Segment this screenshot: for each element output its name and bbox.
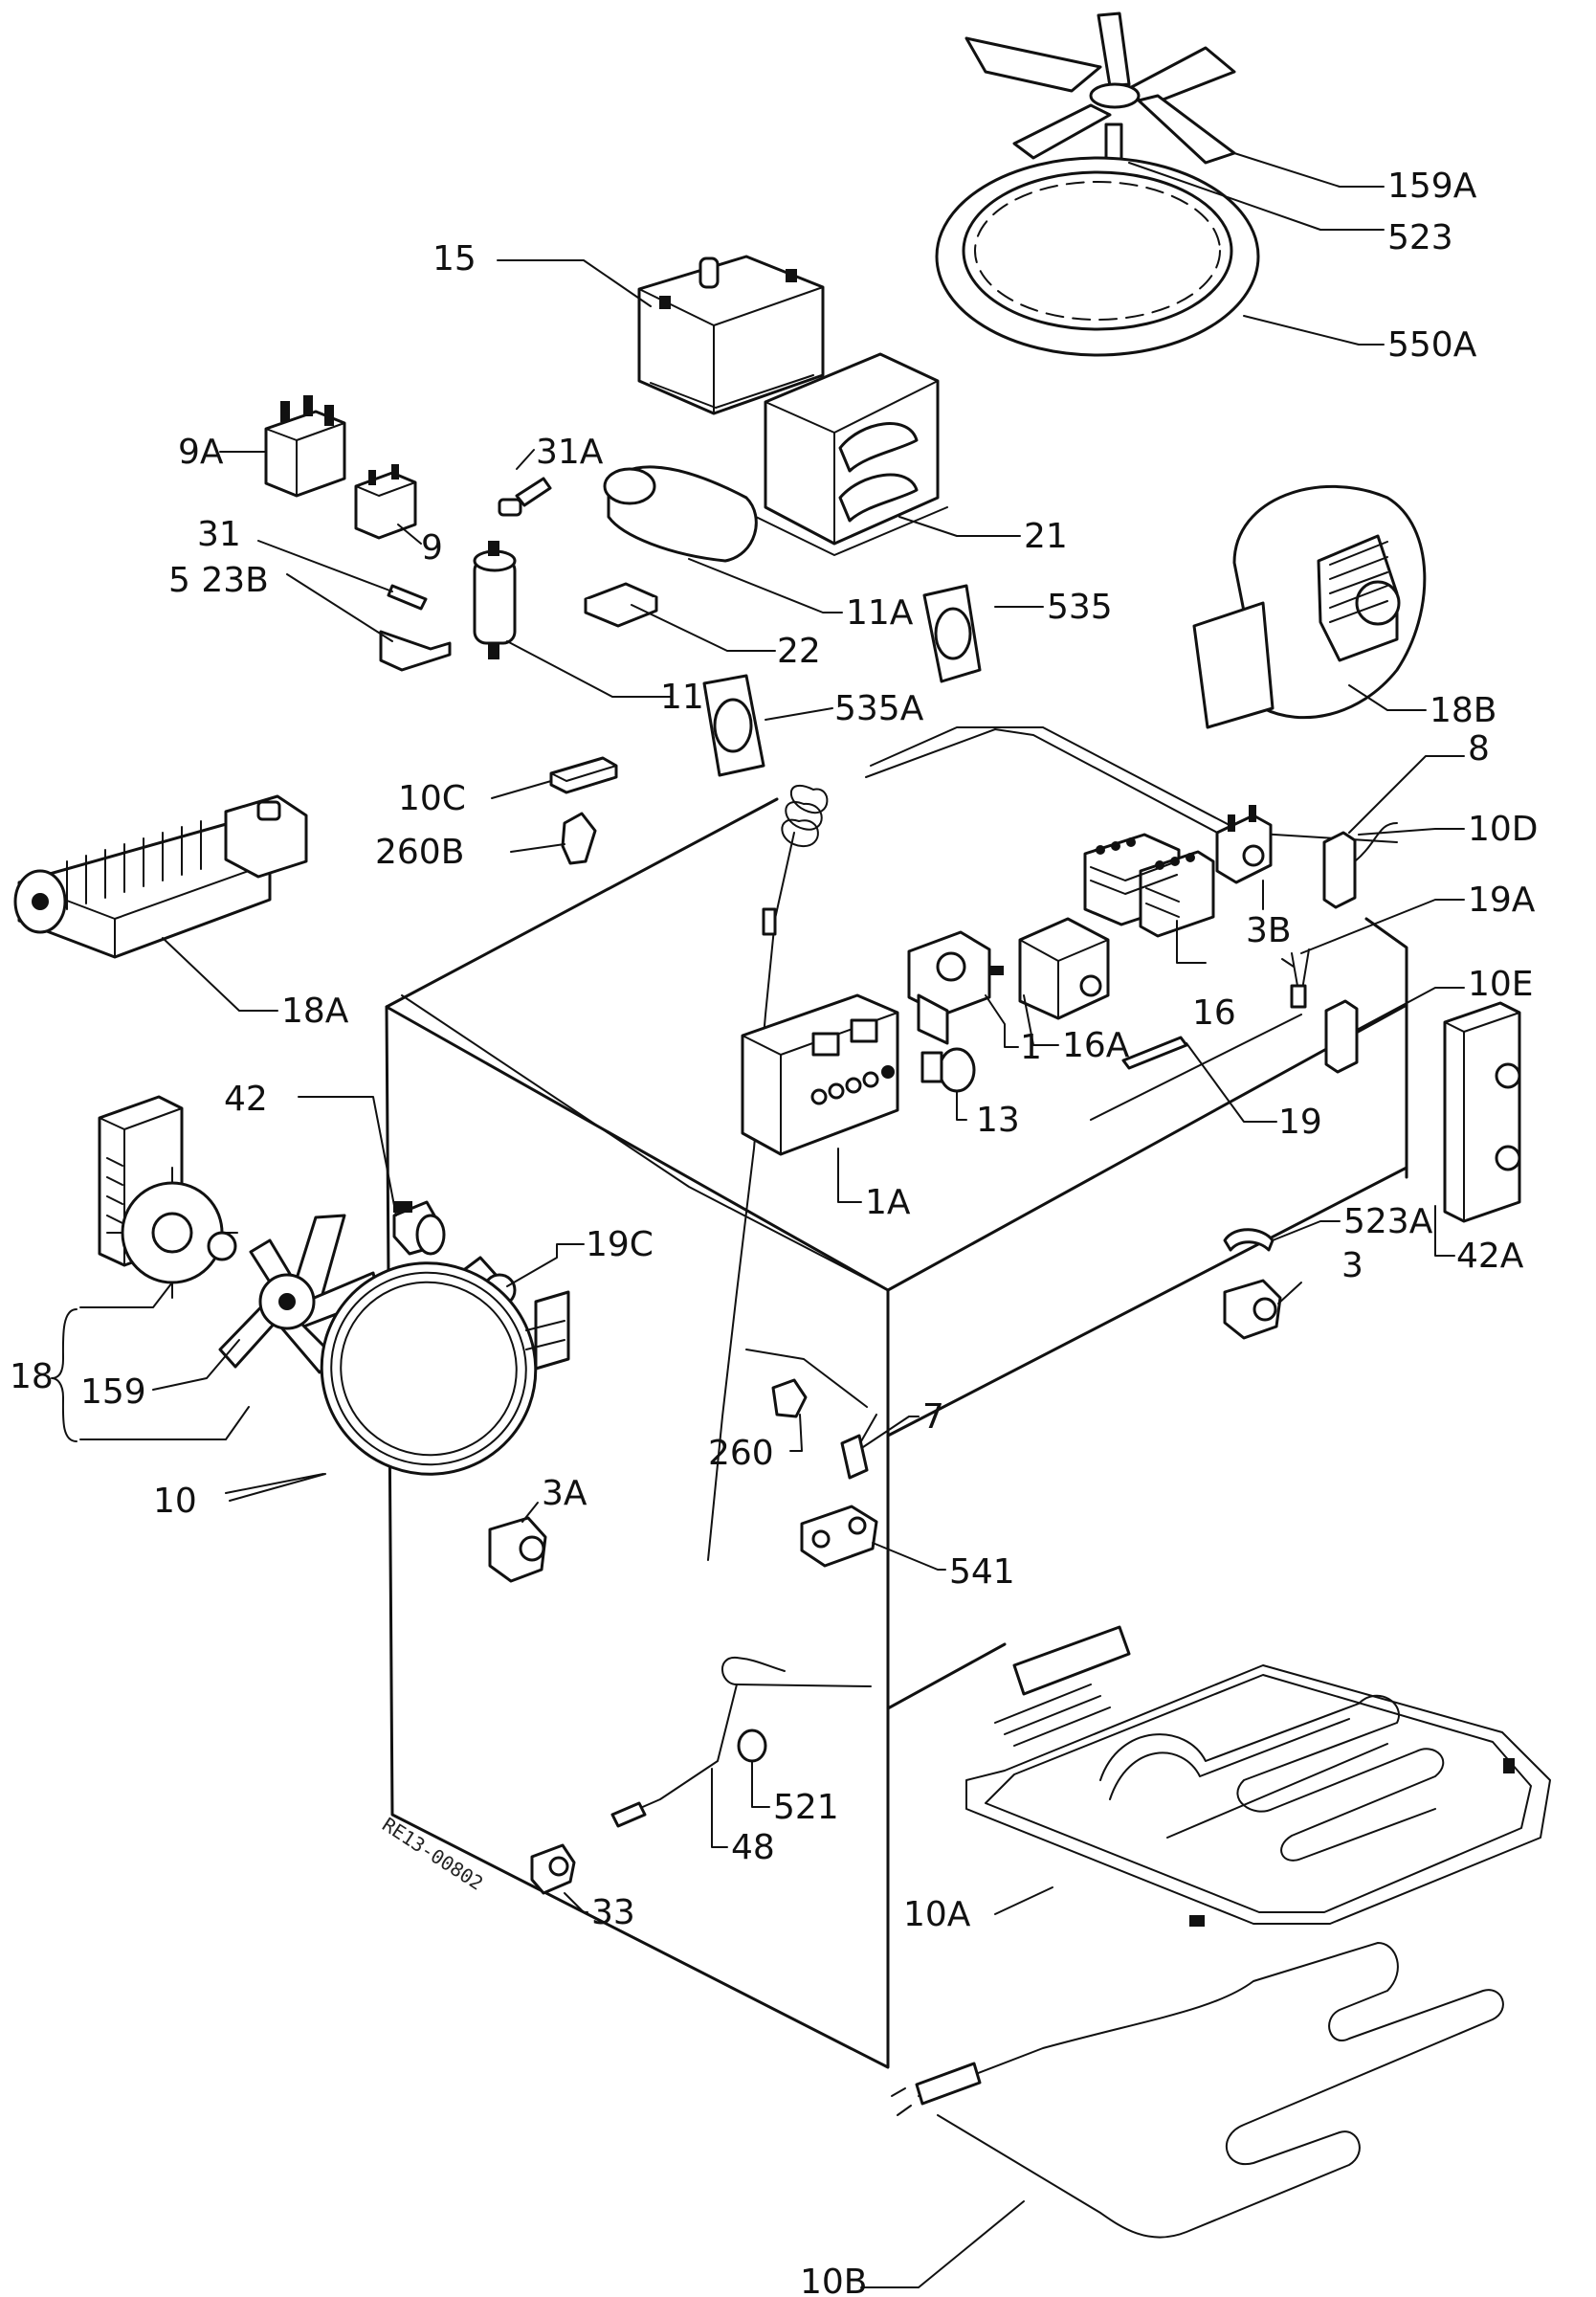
part-10b-lower-element xyxy=(891,1942,1504,2239)
part-31a-screw xyxy=(498,477,552,517)
part-19a-wires xyxy=(1281,948,1310,1009)
label-523a: 523A xyxy=(1343,1202,1433,1241)
label-19a: 19A xyxy=(1468,881,1536,920)
part-3a-thermostat xyxy=(488,1516,547,1583)
label-1a: 1A xyxy=(865,1183,911,1222)
part-13-lamp xyxy=(920,1047,976,1093)
label-159a: 159A xyxy=(1387,167,1477,206)
label-10b: 10B xyxy=(800,2263,868,2297)
label-15: 15 xyxy=(432,239,477,279)
label-22: 22 xyxy=(777,632,821,671)
label-33: 33 xyxy=(591,1893,635,1932)
part-33-thermostat xyxy=(530,1843,576,1895)
label-10e: 10E xyxy=(1468,965,1534,1004)
part-16a-timer xyxy=(1018,917,1110,1020)
part-535a-lamp-cover xyxy=(702,674,765,777)
part-11-capacitor xyxy=(473,541,517,659)
label-535a: 535A xyxy=(834,689,924,728)
part-541-door-switch xyxy=(800,1505,878,1568)
label-18b: 18B xyxy=(1430,691,1497,730)
label-42a: 42A xyxy=(1456,1237,1524,1276)
part-15-magnetron xyxy=(637,255,825,415)
part-21-transformer xyxy=(755,352,948,556)
part-10d-switch xyxy=(1322,822,1398,909)
label-521: 521 xyxy=(773,1788,839,1827)
label-260: 260 xyxy=(708,1434,774,1473)
label-523: 523 xyxy=(1387,218,1453,257)
part-9a-relay xyxy=(264,395,346,498)
label-1: 1 xyxy=(1020,1028,1042,1067)
label-541: 541 xyxy=(949,1552,1015,1592)
brace-18 xyxy=(51,1308,78,1442)
part-1a-electronic-module xyxy=(741,993,899,1156)
label-535: 535 xyxy=(1047,588,1113,627)
label-31: 31 xyxy=(197,515,241,554)
label-10c: 10C xyxy=(398,779,466,818)
label-10a: 10A xyxy=(903,1895,971,1934)
label-48: 48 xyxy=(731,1828,775,1867)
label-260b: 260B xyxy=(375,833,464,872)
label-13: 13 xyxy=(976,1101,1020,1140)
label-18: 18 xyxy=(10,1357,54,1396)
part-48-meat-probe xyxy=(610,1656,872,1828)
part-159-fan-blade xyxy=(207,1214,381,1374)
part-18a-tangential-fan xyxy=(13,794,308,959)
label-159: 159 xyxy=(80,1372,146,1412)
part-159a-fan-blade xyxy=(964,11,1236,165)
part-260b-clip xyxy=(561,812,597,865)
label-16a: 16A xyxy=(1062,1026,1130,1065)
part-10c-connector xyxy=(549,756,618,794)
label-3a: 3A xyxy=(542,1474,587,1513)
label-3: 3 xyxy=(1341,1246,1363,1285)
part-10e-switch xyxy=(1324,999,1359,1074)
part-535-lamp-cover xyxy=(922,584,982,683)
label-8: 8 xyxy=(1468,729,1490,769)
label-16: 16 xyxy=(1192,993,1236,1033)
part-22-bracket xyxy=(584,582,658,628)
part-labels: 159A 523 550A 15 9A 31A 9 31 5 23B 21 11… xyxy=(10,167,1539,2297)
part-18-fan-motor xyxy=(98,1095,238,1299)
label-9a: 9A xyxy=(178,433,224,472)
part-1-thermostat xyxy=(907,930,1004,1045)
part-10a-grill-element xyxy=(965,1625,1551,1927)
label-11a: 11A xyxy=(846,593,914,633)
part-260-clip xyxy=(745,1349,868,1418)
part-523b-fuse-holder xyxy=(379,630,452,672)
label-3b: 3B xyxy=(1246,911,1292,950)
part-19-connector xyxy=(1121,1036,1188,1070)
label-9: 9 xyxy=(421,528,443,568)
label-523b: 5 23B xyxy=(168,561,269,600)
label-42: 42 xyxy=(224,1080,268,1119)
label-18a: 18A xyxy=(281,992,349,1031)
part-9-relay xyxy=(354,464,417,540)
part-11a-capacitor xyxy=(603,465,758,563)
part-523a-clip xyxy=(1223,1228,1275,1252)
oven-cabinet-outline xyxy=(385,797,1408,2069)
label-21: 21 xyxy=(1024,517,1068,556)
part-521-probe-socket xyxy=(737,1728,767,1763)
label-7: 7 xyxy=(922,1397,944,1437)
part-550a-ring xyxy=(935,156,1260,357)
part-42-lamp-holder xyxy=(392,1200,446,1256)
part-3-thermostat xyxy=(1223,1279,1282,1340)
part-7-switch xyxy=(840,1414,877,1480)
label-10: 10 xyxy=(153,1482,197,1521)
label-11: 11 xyxy=(660,678,704,717)
label-19: 19 xyxy=(1278,1103,1322,1142)
leader-lines xyxy=(79,152,1465,2288)
part-3b-thermostat xyxy=(1215,805,1273,884)
label-19c: 19C xyxy=(586,1225,654,1264)
label-31a: 31A xyxy=(536,433,604,472)
label-550a: 550A xyxy=(1387,325,1477,365)
label-10d: 10D xyxy=(1468,810,1539,849)
part-42a-control-panel xyxy=(1443,1001,1521,1223)
part-8-probe-wire xyxy=(707,726,1398,1561)
part-31-fuse xyxy=(387,584,428,611)
part-18b-blower-fan xyxy=(1192,484,1427,729)
part-16-switch-block xyxy=(1083,833,1215,938)
part-10-circular-element xyxy=(320,1261,570,1476)
